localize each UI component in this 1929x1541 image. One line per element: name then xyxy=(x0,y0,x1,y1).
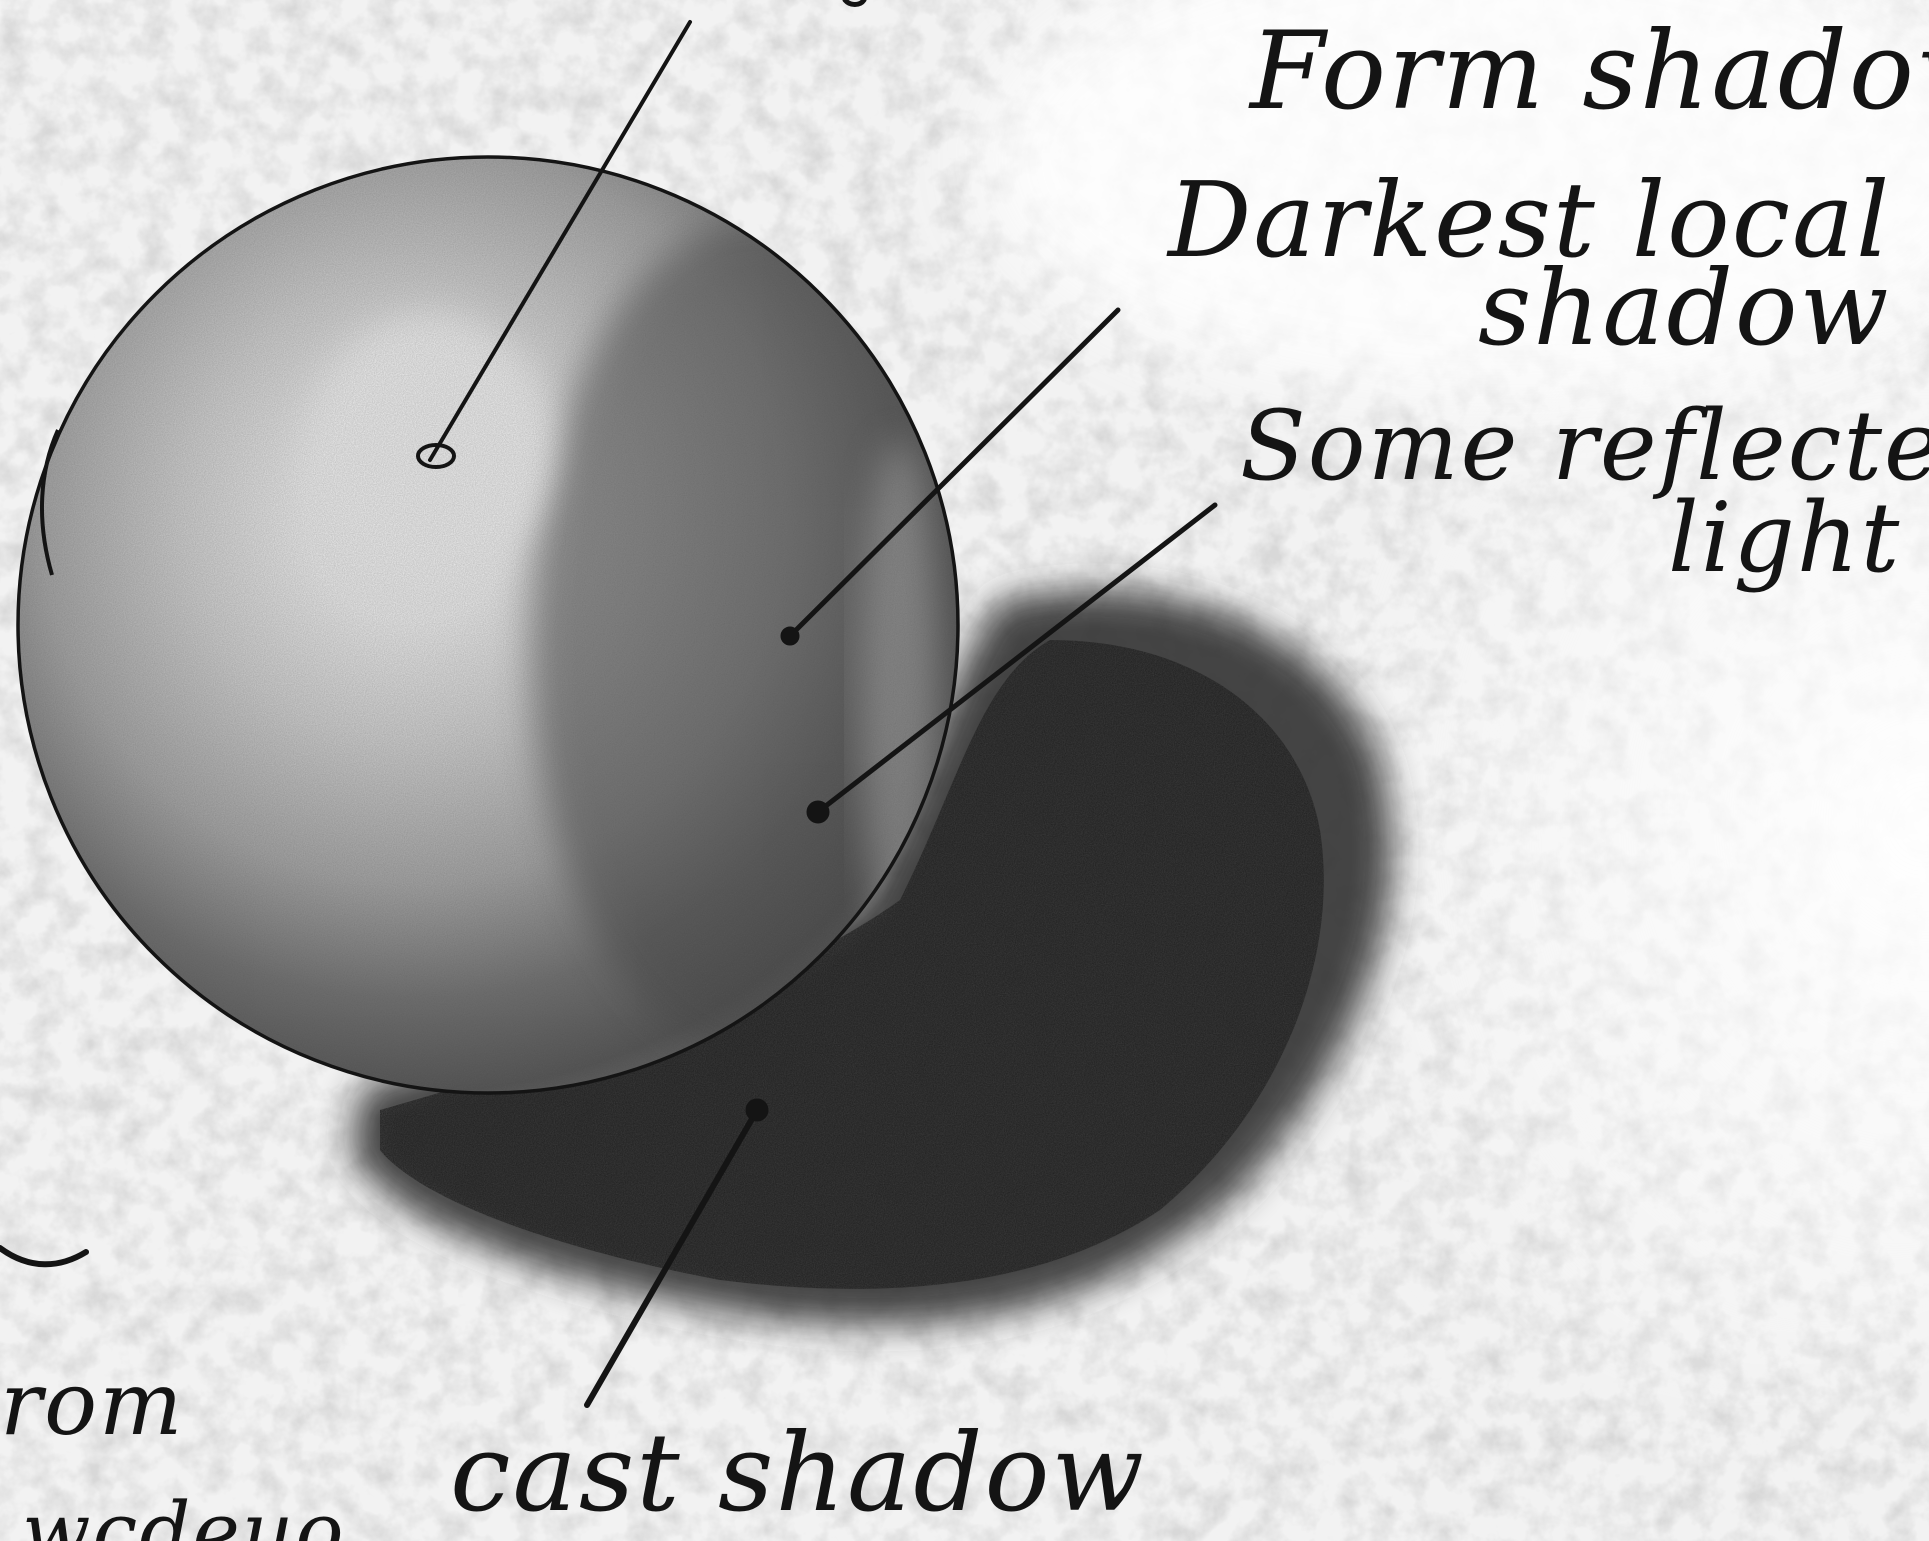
cast-shadow-label: cast shadow xyxy=(450,1420,1146,1528)
reflected-light-label: light xyxy=(1668,490,1901,586)
darkest-shadow-label: shadow xyxy=(1478,256,1891,360)
form-shadow-label: Form shadow. xyxy=(1250,18,1929,126)
left-fragment-label: rom xyxy=(0,1360,185,1448)
some-reflected-label: Some reflected xyxy=(1240,398,1929,494)
bottom-fragment-label: wcdeuo xyxy=(22,1492,346,1541)
